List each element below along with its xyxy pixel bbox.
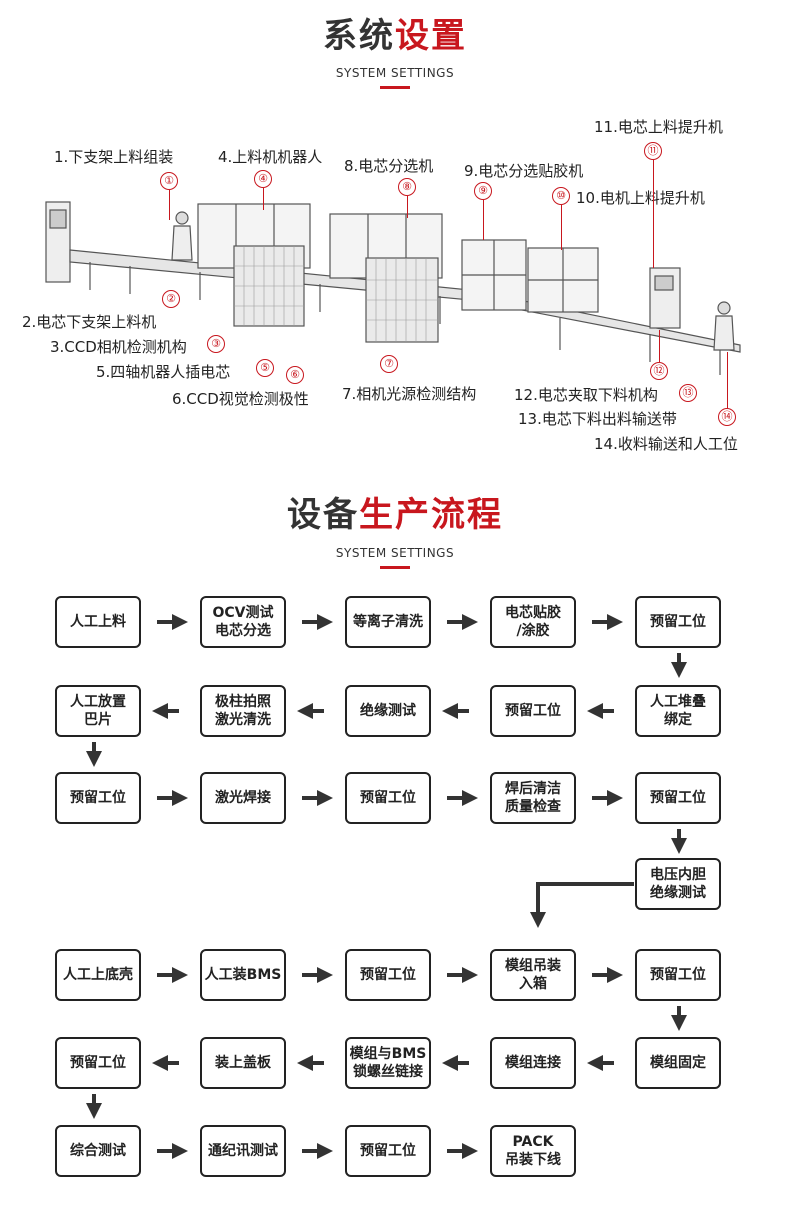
flow-step-reserved: 预留工位 [345,772,431,824]
label-2: 2.电芯下支架上料机 [22,313,157,331]
flow-step-laser-welding: 激光焊接 [200,772,286,824]
label-10: 10.电机上料提升机 [576,189,705,207]
section-title-flow: 设备生产流程 [287,495,503,535]
flow-step-install-cover: 装上盖板 [200,1037,286,1089]
flow-step-module-connect: 模组连接 [490,1037,576,1089]
flow-step-cell-gluing: 电芯贴胶 /涂胶 [490,596,576,648]
marker-3: ③ [207,335,225,353]
flow-step-communication-test: 通纪讯测试 [200,1125,286,1177]
marker-9: ⑨ [474,182,492,200]
flow-step-reserved: 预留工位 [345,949,431,1001]
section-title-system: 系统设置 [323,16,467,56]
flow-step-manual-bottom-shell: 人工上底壳 [55,949,141,1001]
flow-step-manual-busbar: 人工放置 巴片 [55,685,141,737]
flow-step-comprehensive-test: 综合测试 [55,1125,141,1177]
flow-step-reserved: 预留工位 [490,685,576,737]
label-8: 8.电芯分选机 [344,157,434,175]
marker-4: ④ [254,170,272,188]
leader-1 [169,190,170,220]
label-9: 9.电芯分选贴胶机 [464,162,584,180]
leader-4 [263,188,264,210]
marker-2: ② [162,290,180,308]
flow-step-voltage-insulation-test: 电压内胆 绝缘测试 [635,858,721,910]
flow-step-reserved: 预留工位 [635,772,721,824]
label-1: 1.下支架上料组装 [54,148,174,166]
leader-12 [659,330,660,362]
marker-6: ⑥ [286,366,304,384]
leader-14 [727,352,728,408]
marker-8: ⑧ [398,178,416,196]
label-14: 14.收料输送和人工位 [594,435,738,453]
flow-step-manual-stacking: 人工堆叠 绑定 [635,685,721,737]
label-12: 12.电芯夹取下料机构 [514,386,658,404]
label-6: 6.CCD视觉检测极性 [172,390,309,408]
marker-7: ⑦ [380,355,398,373]
flow-step-reserved: 预留工位 [345,1125,431,1177]
marker-1: ① [160,172,178,190]
flow-step-manual-bms: 人工装BMS [200,949,286,1001]
label-7: 7.相机光源检测结构 [342,385,477,403]
production-line-illustration [45,201,741,375]
marker-11: ⑪ [644,142,662,160]
leader-11 [653,160,654,268]
label-4: 4.上料机机器人 [218,148,323,166]
label-3: 3.CCD相机检测机构 [50,338,187,356]
marker-14: ⑭ [718,408,736,426]
title-underline-2 [380,566,410,569]
label-13: 13.电芯下料出料输送带 [518,410,677,428]
flow-step-reserved: 预留工位 [55,1037,141,1089]
flow-step-reserved: 预留工位 [635,596,721,648]
leader-9 [483,200,484,240]
marker-5: ⑤ [256,359,274,377]
title-underline [380,86,410,89]
flow-step-module-hoist-into-box: 模组吊装 入箱 [490,949,576,1001]
flow-step-module-bms-screw: 模组与BMS 锁螺丝链接 [345,1037,431,1089]
flow-step-module-fix: 模组固定 [635,1037,721,1089]
label-5: 5.四轴机器人插电芯 [96,363,231,381]
leader-10 [561,205,562,250]
flow-step-post-weld-check: 焊后清洁 质量检查 [490,772,576,824]
section-subtitle: SYSTEM SETTINGS [335,66,455,80]
flow-step-pack-offline: PACK 吊装下线 [490,1125,576,1177]
section-subtitle-2: SYSTEM SETTINGS [335,546,455,560]
flow-step-pole-laser-clean: 极柱拍照 激光清洗 [200,685,286,737]
label-11: 11.电芯上料提升机 [594,118,723,136]
marker-12: ⑫ [650,362,668,380]
marker-13: ⑬ [679,384,697,402]
flow-step-plasma-clean: 等离子清洗 [345,596,431,648]
flow-step-manual-loading: 人工上料 [55,596,141,648]
flow-step-insulation-test: 绝缘测试 [345,685,431,737]
flow-step-ocv-test: OCV测试 电芯分选 [200,596,286,648]
flow-step-reserved: 预留工位 [635,949,721,1001]
marker-10: ⑩ [552,187,570,205]
flow-step-reserved: 预留工位 [55,772,141,824]
leader-8 [407,196,408,218]
